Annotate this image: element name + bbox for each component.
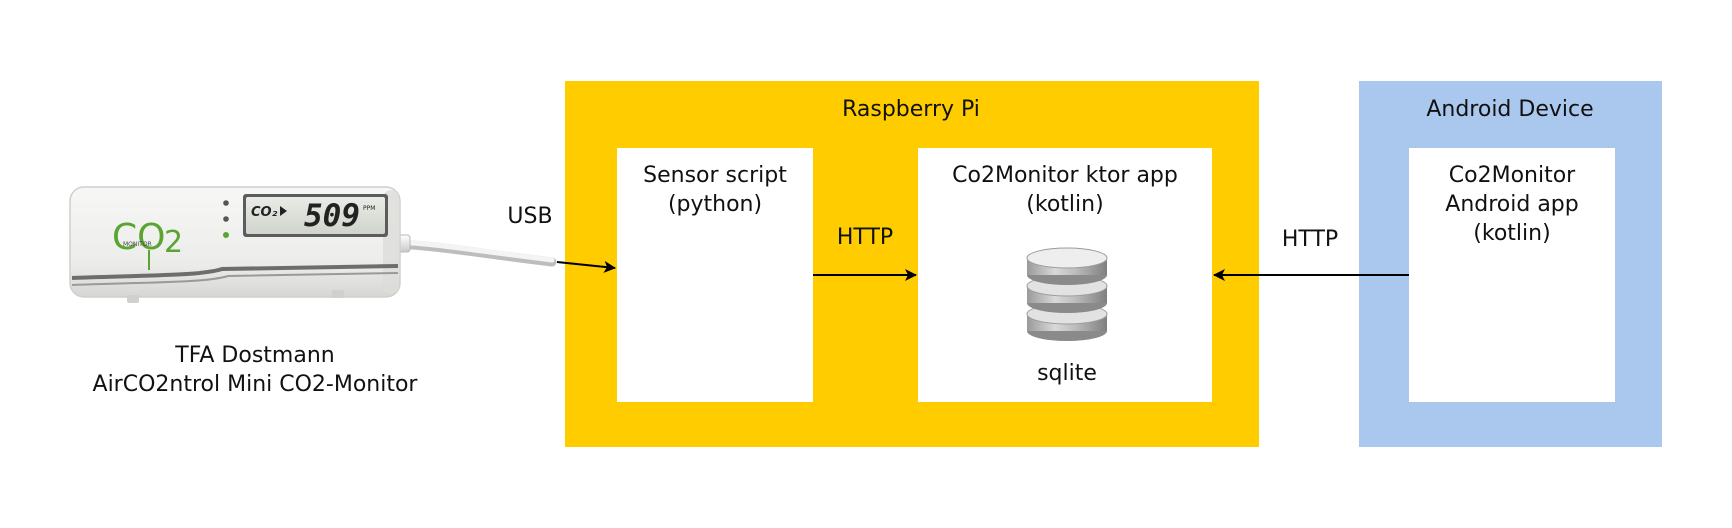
android-app-box: Co2Monitor Android app (kotlin) — [1409, 148, 1615, 402]
usb-label: USB — [507, 204, 552, 229]
sensor-script-title: Sensor script — [643, 163, 787, 188]
sensor-script-box: Sensor script (python) — [617, 148, 813, 402]
logo-co-text: CO — [112, 217, 165, 258]
android-app-line2: Android app — [1445, 192, 1578, 217]
co2-logo: CO 2 MONITOR — [112, 217, 183, 270]
indicator-dot — [223, 200, 229, 206]
logo-subscript-text: 2 — [164, 225, 183, 260]
android-app-line3: (kotlin) — [1473, 221, 1550, 246]
http-label-android: HTTP — [1282, 227, 1338, 252]
android-device-title: Android Device — [1426, 97, 1593, 122]
lcd-display: CO₂ 509 PPM — [243, 194, 388, 237]
logo-word-text: MONITOR — [123, 241, 152, 248]
android-device-container: Android Device Co2Monitor Android app (k… — [1359, 81, 1662, 447]
indicator-dot-green — [223, 232, 229, 238]
device-caption-line1: TFA Dostmann — [174, 343, 334, 368]
database-icon — [1026, 247, 1108, 341]
usb-arrow — [556, 260, 616, 273]
sensor-script-language: (python) — [668, 192, 762, 217]
co2-monitor-device-image: CO 2 MONITOR CO₂ 509 PPM — [69, 186, 557, 303]
ktor-app-title: Co2Monitor ktor app — [952, 163, 1178, 188]
android-app-line1: Co2Monitor — [1449, 163, 1576, 188]
database-label: sqlite — [1037, 361, 1097, 386]
indicator-dot — [223, 216, 229, 222]
raspberry-pi-container: Raspberry Pi Sensor script (python) Co2M… — [565, 81, 1259, 447]
ktor-app-language: (kotlin) — [1026, 192, 1103, 217]
lcd-label: CO₂ — [251, 205, 278, 220]
raspberry-pi-title: Raspberry Pi — [842, 97, 980, 122]
lcd-value: 509 — [304, 198, 360, 234]
ktor-app-box: Co2Monitor ktor app (kotlin) sqlite — [918, 148, 1212, 402]
device-caption-line2: AirCO2ntrol Mini CO2-Monitor — [93, 372, 419, 397]
lcd-unit: PPM — [363, 205, 375, 212]
http-label-internal: HTTP — [837, 225, 893, 250]
